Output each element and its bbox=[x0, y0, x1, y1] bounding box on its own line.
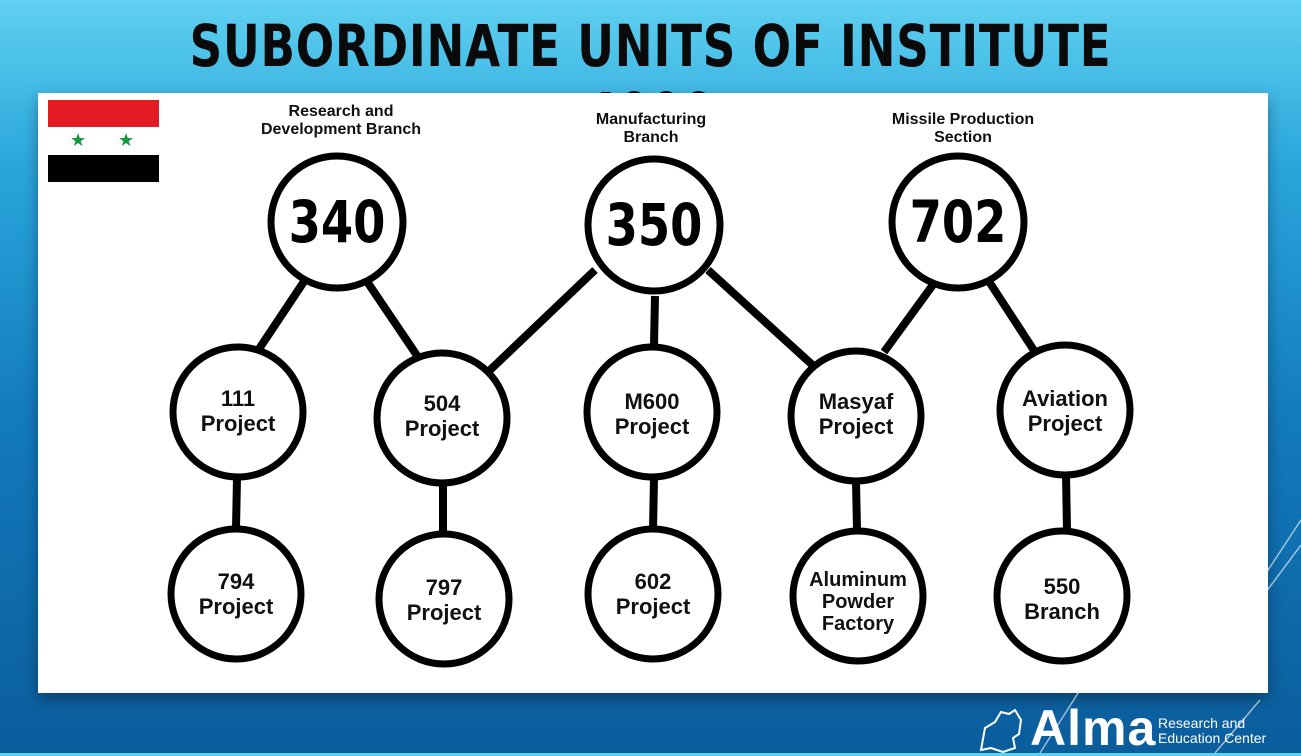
branch-node-340 bbox=[267, 152, 407, 292]
alma-map-icon bbox=[979, 708, 1023, 753]
sub-label-aluminum: Aluminum Powder Factory bbox=[809, 569, 907, 635]
branch-number-350: 350 bbox=[605, 191, 703, 259]
project-label-masyaf: Masyaf Project bbox=[818, 389, 894, 439]
project-node-m600 bbox=[583, 343, 721, 481]
star-icon: ★ bbox=[70, 130, 87, 150]
sub-node-794 bbox=[167, 525, 305, 663]
project-node-aviation bbox=[996, 341, 1134, 479]
sub-node-aluminum bbox=[789, 527, 927, 665]
branch-label-340: Research and Development Branch bbox=[260, 103, 422, 138]
branch-node-702 bbox=[888, 152, 1028, 292]
project-node-111 bbox=[169, 343, 307, 481]
branch-label-702: Missile Production Section bbox=[891, 111, 1035, 146]
sub-label-550: 550 Branch bbox=[1024, 574, 1100, 624]
sub-node-797 bbox=[375, 530, 513, 668]
project-node-504 bbox=[373, 349, 511, 487]
sub-node-602 bbox=[584, 525, 722, 663]
branch-node-350 bbox=[584, 155, 724, 295]
sub-label-602: 602 Project bbox=[615, 569, 691, 619]
alma-logo-subtitle: Research and Education Center bbox=[1158, 715, 1267, 746]
branch-number-702: 702 bbox=[909, 188, 1007, 256]
project-label-504: 504 Project bbox=[404, 391, 480, 441]
project-label-aviation: Aviation Project bbox=[1022, 386, 1108, 436]
project-label-111: 111 Project bbox=[200, 386, 276, 436]
star-icon: ★ bbox=[118, 130, 135, 150]
project-node-masyaf bbox=[787, 347, 925, 485]
branch-label-350: Manufacturing Branch bbox=[595, 111, 707, 146]
sub-label-794: 794 Project bbox=[198, 569, 274, 619]
alma-logo-word: Alma bbox=[1030, 700, 1157, 756]
syria-flag-icon: ★ ★ bbox=[48, 100, 159, 182]
project-label-m600: M600 Project bbox=[614, 389, 690, 439]
sub-node-550 bbox=[993, 527, 1131, 665]
sub-label-797: 797 Project bbox=[406, 575, 482, 625]
branch-number-340: 340 bbox=[288, 188, 386, 256]
